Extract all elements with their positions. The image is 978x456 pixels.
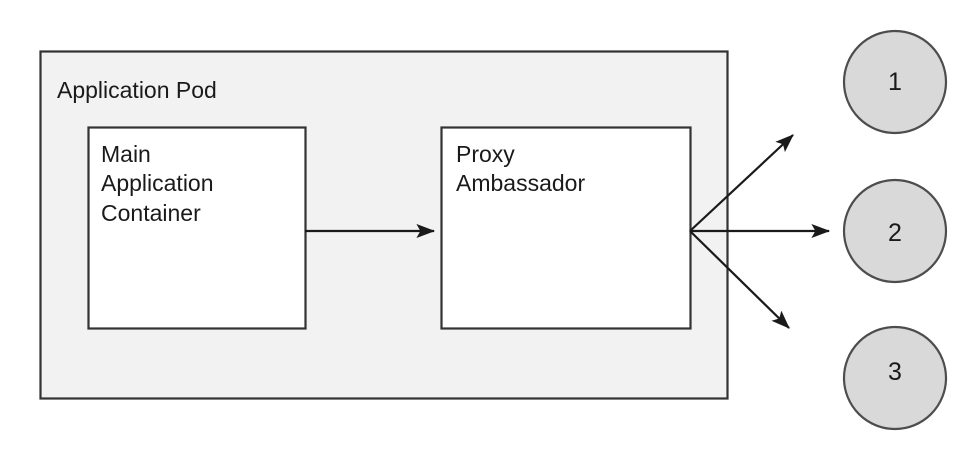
proxy-ambassador-label: Proxy Ambassador (456, 141, 586, 197)
node-2-label: 2 (888, 219, 902, 247)
main-application-container-label: Main Application Container (101, 141, 214, 226)
node-1-circle (842, 29, 948, 135)
node-3-label: 3 (888, 358, 902, 386)
arrow-proxy-to-node-1 (689, 134, 794, 232)
node-1-label: 1 (888, 68, 902, 96)
node-2-circle (842, 178, 948, 284)
main-application-container-box (87, 126, 307, 330)
proxy-ambassador-box (440, 126, 692, 330)
application-pod-label: Application Pod (57, 77, 217, 103)
arrow-proxy-to-node-3 (689, 230, 790, 329)
node-3-circle (842, 325, 948, 431)
